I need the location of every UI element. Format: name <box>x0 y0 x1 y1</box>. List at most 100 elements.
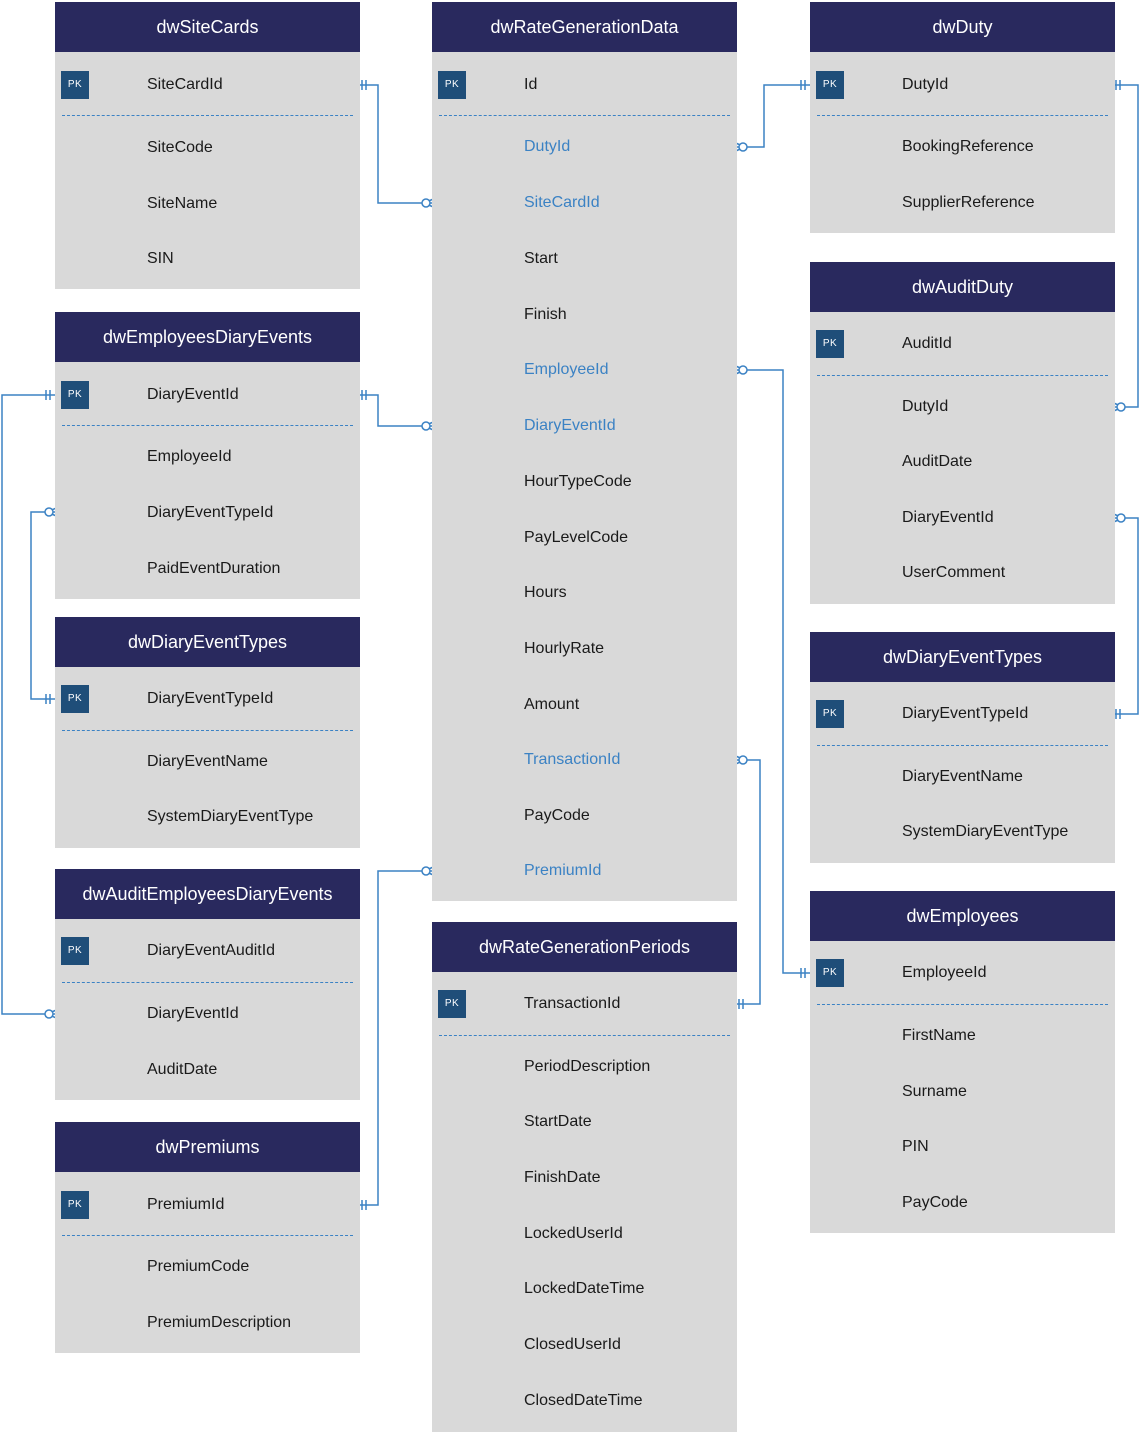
field-row: BookingReference <box>902 138 1034 155</box>
field-row: DiaryEventName <box>902 768 1023 785</box>
field-row: FirstName <box>902 1027 976 1044</box>
fk-row-diaryeventid: DiaryEventId <box>524 417 616 434</box>
field-row: Start <box>524 250 558 267</box>
pk-separator <box>817 745 1108 746</box>
link-sitecard <box>355 84 432 204</box>
link-audit-empdiary <box>1 394 55 1015</box>
field-row: LockedUserId <box>524 1225 623 1242</box>
pk-badge: PK <box>61 381 89 409</box>
entity-title: dwAuditDuty <box>810 262 1115 312</box>
fk-row-sitecardid: SiteCardId <box>524 194 600 211</box>
link-duty <box>737 84 810 148</box>
pk-separator <box>439 115 730 116</box>
entity-title: dwEmployees <box>810 891 1115 941</box>
pk-separator <box>817 375 1108 376</box>
field-row: StartDate <box>524 1113 592 1130</box>
pk-separator <box>62 730 353 731</box>
field-row: SIN <box>147 250 174 267</box>
field-row: ClosedUserId <box>524 1336 621 1353</box>
one-markers <box>45 80 1121 1210</box>
field-row: HourTypeCode <box>524 473 632 490</box>
pk-badge: PK <box>438 990 466 1018</box>
fk-row-premiumid: PremiumId <box>524 862 602 879</box>
field-row: HourlyRate <box>524 640 605 657</box>
field-row: DiaryEventId <box>147 1005 239 1022</box>
entity-title: dwPremiums <box>55 1122 360 1172</box>
entity-title: dwRateGenerationPeriods <box>432 922 737 972</box>
field-row: Amount <box>524 696 580 713</box>
link-premium <box>355 870 432 1206</box>
field-row: FinishDate <box>524 1169 601 1186</box>
pk-separator <box>62 425 353 426</box>
field-row: AuditDate <box>902 453 973 470</box>
field-row: PayCode <box>524 807 590 824</box>
field-row: SiteName <box>147 195 218 212</box>
pk-badge: PK <box>61 937 89 965</box>
link-diaryeventtype-left <box>30 511 55 700</box>
entity-title: dwDiaryEventTypes <box>55 617 360 667</box>
field-row: Finish <box>524 306 567 323</box>
fk-row-dutyid: DutyId <box>524 138 571 155</box>
field-row: SiteCode <box>147 139 213 156</box>
field-row: PeriodDescription <box>524 1058 651 1075</box>
field-row: PaidEventDuration <box>147 560 281 577</box>
field-row: DutyId <box>902 398 949 415</box>
field-row: UserComment <box>902 564 1006 581</box>
pk-separator <box>817 115 1108 116</box>
entity-title: dwSiteCards <box>55 2 360 52</box>
entity-title: dwEmployeesDiaryEvents <box>55 312 360 362</box>
pk-badge: PK <box>816 700 844 728</box>
pk-badge: PK <box>61 1191 89 1219</box>
pk-separator <box>439 1035 730 1036</box>
link-employee <box>737 369 810 974</box>
field-row: EmployeeId <box>147 448 232 465</box>
field-row: PIN <box>902 1138 929 1155</box>
field-row: SystemDiaryEventType <box>902 823 1069 840</box>
field-row: AuditDate <box>147 1061 218 1078</box>
field-row: DiaryEventName <box>147 753 268 770</box>
fk-row-employeeid: EmployeeId <box>524 361 609 378</box>
pk-badge: PK <box>816 330 844 358</box>
field-row: LockedDateTime <box>524 1280 645 1297</box>
field-row: Hours <box>524 584 567 601</box>
link-transaction <box>732 759 761 1005</box>
entity-title: dwDiaryEventTypes <box>810 632 1115 682</box>
field-row: SupplierReference <box>902 194 1035 211</box>
entity-title: dwRateGenerationData <box>432 2 737 52</box>
field-row: ClosedDateTime <box>524 1392 643 1409</box>
field-row: PayLevelCode <box>524 529 629 546</box>
pk-separator <box>62 982 353 983</box>
pk-badge: PK <box>61 71 89 99</box>
pk-badge: PK <box>438 71 466 99</box>
field-row: PayCode <box>902 1194 968 1211</box>
pk-badge: PK <box>816 71 844 99</box>
entity-title: dwAuditEmployeesDiaryEvents <box>55 869 360 919</box>
field-row: DiaryEventId <box>902 509 994 526</box>
field-row: PremiumCode <box>147 1258 250 1275</box>
field-row: SystemDiaryEventType <box>147 808 314 825</box>
pk-separator <box>62 1235 353 1236</box>
